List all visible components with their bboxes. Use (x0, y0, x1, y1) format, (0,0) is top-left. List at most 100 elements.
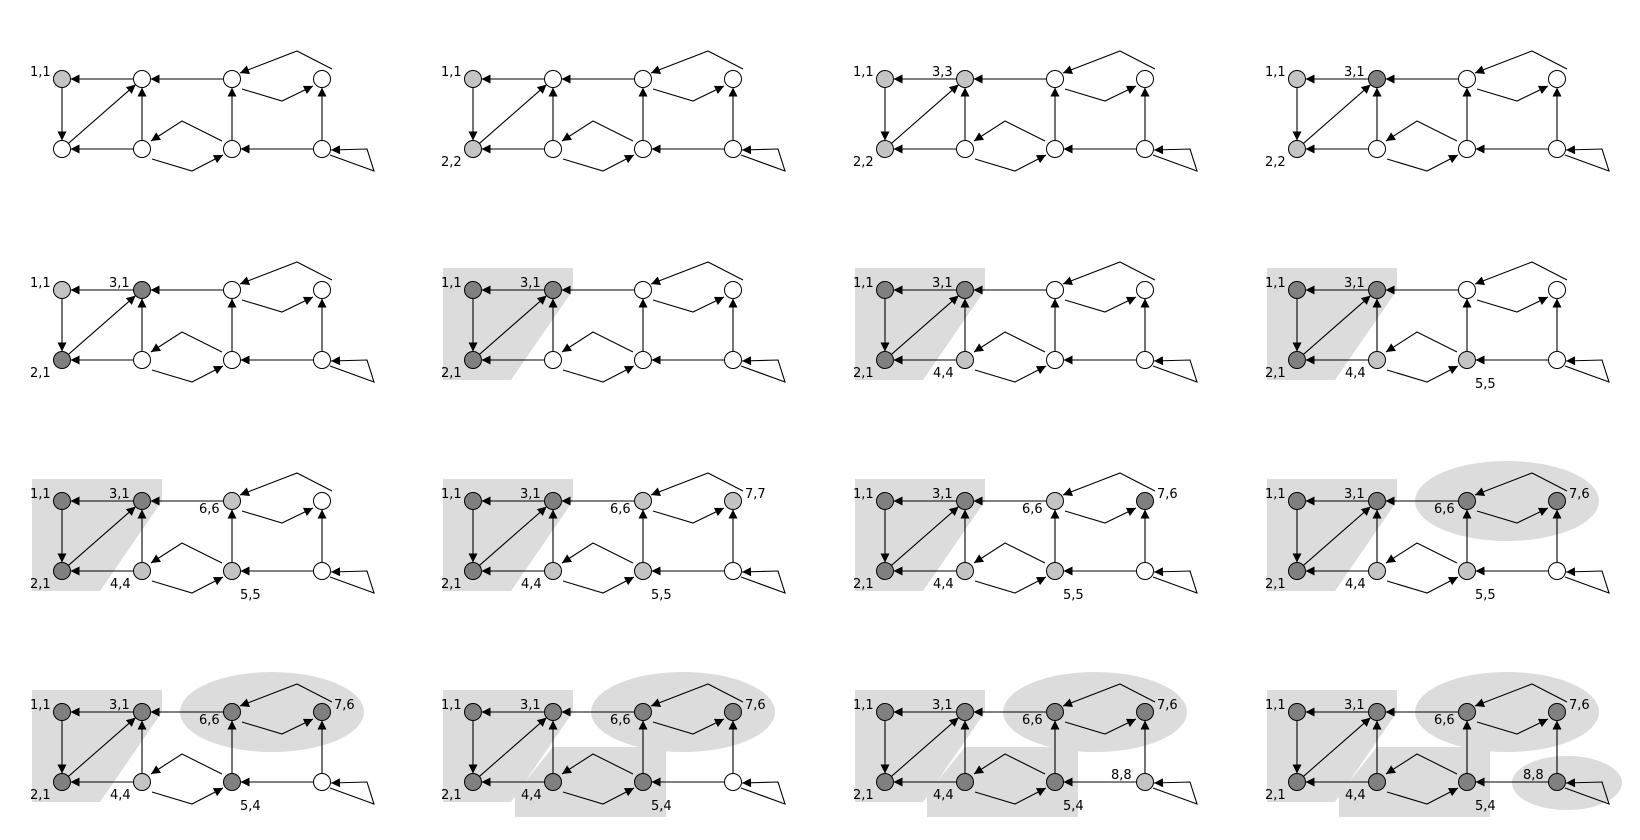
graph-node (1046, 562, 1064, 580)
node-label: 2,2 (441, 155, 462, 170)
edge-arrow (1474, 683, 1568, 707)
graph-node (313, 351, 331, 369)
graph-node (1288, 703, 1306, 721)
graph-node (1548, 703, 1566, 721)
edge-arrow (150, 753, 223, 775)
graph-node (1288, 281, 1306, 299)
graph-node (464, 281, 482, 299)
graph-node (313, 562, 331, 580)
graph-node (876, 562, 894, 580)
node-label: 3,1 (520, 276, 541, 291)
graph-node (634, 140, 652, 158)
graph-node (1458, 140, 1476, 158)
node-label: 2,1 (441, 788, 462, 803)
node-label: 5,4 (1475, 799, 1496, 814)
node-label: 2,1 (30, 577, 51, 592)
edge-arrow (891, 506, 959, 566)
edge-arrow (1564, 356, 1610, 383)
node-label: 1,1 (30, 65, 51, 80)
node-label: 4,4 (933, 788, 954, 803)
graph-node (956, 70, 974, 88)
graph-node (133, 281, 151, 299)
node-label: 6,6 (610, 713, 631, 728)
node-label: 1,1 (1265, 698, 1286, 713)
graph-node (1368, 70, 1386, 88)
graph-node (1136, 70, 1154, 88)
edge-arrow (652, 296, 725, 313)
edge-arrow (650, 683, 744, 707)
node-label: 2,1 (853, 577, 874, 592)
node-label: 6,6 (1022, 502, 1043, 517)
graph-node (1136, 140, 1154, 158)
node-label: 3,1 (109, 487, 130, 502)
node-label: 5,5 (240, 588, 261, 603)
edge-arrow (241, 296, 314, 313)
graph-node (1368, 281, 1386, 299)
graph-node (464, 351, 482, 369)
edge-arrow (974, 576, 1047, 594)
graph-node (1548, 773, 1566, 791)
graph-node (1046, 140, 1064, 158)
edge-arrow (974, 787, 1047, 805)
node-label: 5,5 (1475, 377, 1496, 392)
node-label: 3,1 (1344, 698, 1365, 713)
node-label: 3,1 (1344, 276, 1365, 291)
node-label: 7,6 (1569, 487, 1590, 502)
graph-node (53, 492, 71, 510)
graph-node (1288, 351, 1306, 369)
graph-node (1136, 351, 1154, 369)
strong-component-region (1003, 672, 1187, 752)
graph-node (1288, 773, 1306, 791)
graph-node (464, 703, 482, 721)
node-label: 3,1 (932, 698, 953, 713)
graph-node (1458, 773, 1476, 791)
node-label: 7,6 (334, 698, 355, 713)
graph-node (133, 70, 151, 88)
node-label: 2,1 (441, 577, 462, 592)
graph-node (544, 562, 562, 580)
edge-arrow (151, 576, 224, 594)
node-label: 1,1 (853, 487, 874, 502)
edge-arrow (974, 365, 1047, 383)
node-label: 1,1 (1265, 487, 1286, 502)
node-label: 3,1 (520, 487, 541, 502)
edge-arrow (973, 753, 1046, 775)
node-label: 4,4 (1345, 366, 1366, 381)
edge-arrow (740, 145, 786, 172)
graph-node (133, 351, 151, 369)
edge-arrow (562, 154, 635, 172)
graph-node (464, 562, 482, 580)
edge-arrow (1385, 120, 1458, 142)
graph-node (956, 773, 974, 791)
edge-arrow (1476, 718, 1549, 735)
graph-node (956, 140, 974, 158)
edge-arrow (1564, 145, 1610, 172)
edge-arrow (1386, 576, 1459, 594)
graph-node (464, 773, 482, 791)
edge-arrow (561, 331, 634, 353)
edge-arrow (652, 718, 725, 735)
node-label: 4,4 (933, 366, 954, 381)
graph-node (223, 351, 241, 369)
edge-arrow (561, 753, 634, 775)
node-label: 4,4 (110, 577, 131, 592)
node-label: 5,4 (240, 799, 261, 814)
edge-arrow (329, 778, 375, 805)
edge-arrow (1062, 472, 1156, 496)
edge-arrow (740, 356, 786, 383)
edge-arrow (1152, 778, 1198, 805)
node-label: 2,1 (853, 366, 874, 381)
graph-node (544, 703, 562, 721)
graph-node (876, 703, 894, 721)
node-label: 5,5 (1475, 588, 1496, 603)
node-label: 1,1 (853, 698, 874, 713)
node-label: 1,1 (1265, 65, 1286, 80)
graph-node (1548, 70, 1566, 88)
edge-arrow (1064, 718, 1137, 735)
graph-node (223, 773, 241, 791)
